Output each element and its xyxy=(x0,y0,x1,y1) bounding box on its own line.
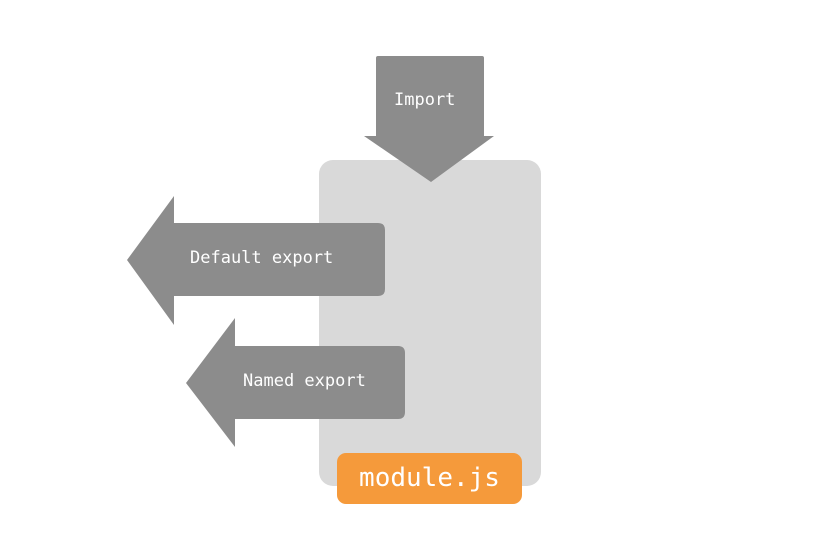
module-container xyxy=(319,160,541,486)
default-export-arrow xyxy=(127,196,385,325)
import-arrow xyxy=(364,56,494,182)
named-export-arrow xyxy=(186,318,405,447)
module-file-label: module.js xyxy=(337,453,522,504)
default-export-label: Default export xyxy=(190,248,334,268)
named-export-label: Named export xyxy=(243,371,366,391)
import-label: Import xyxy=(394,90,456,110)
